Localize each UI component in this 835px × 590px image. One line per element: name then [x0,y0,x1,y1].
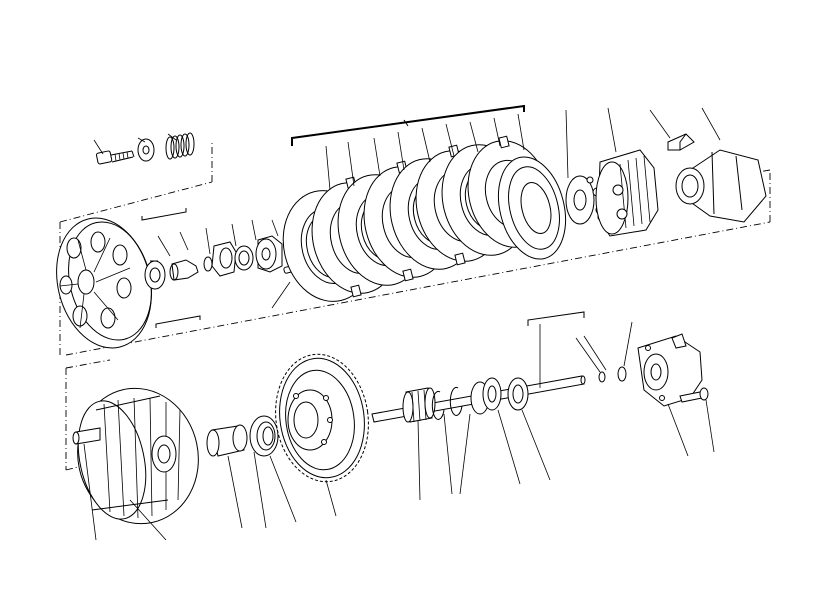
washer-icon [137,138,155,162]
bushing-icon [144,260,166,290]
clutch-drum-icon [72,387,199,525]
coil-spring-icon [165,132,195,160]
pushrod-tip-icon [169,259,199,281]
needle-bearing-icon [470,377,502,415]
bearing-icon [211,241,237,277]
lower-callout-brackets [527,311,585,326]
spacer-icon [234,245,254,271]
circlip-icon-lower-1 [431,386,463,420]
drive-gear-icon [275,353,369,483]
bearing-ring-icon [249,415,279,457]
upper-callout-brackets [141,104,525,328]
wedge-block-icon [667,133,695,151]
lower-leader-lines [83,321,715,541]
clutch-plate-9 [497,156,567,260]
upper-leader-lines [93,107,721,309]
circlip-icon-upper-1 [203,256,213,272]
o-ring-icon [598,366,627,383]
cover-cap-icon [675,149,767,223]
pressure-plate-icon [56,217,152,349]
slave-bolt-icon [679,387,709,403]
bearing-sleeve-icon [206,424,248,457]
shaft-bearing-icon [402,387,436,423]
bolt-icon [95,150,135,165]
lower-assembly-frame [65,359,111,471]
slave-cylinder-icon [637,333,703,407]
spacer-ring-lower-icon [507,377,529,411]
clutch-plate-stack-icon [282,135,567,302]
bearing-ring-upper-icon [255,235,283,273]
drum-hub-icon [595,149,659,237]
